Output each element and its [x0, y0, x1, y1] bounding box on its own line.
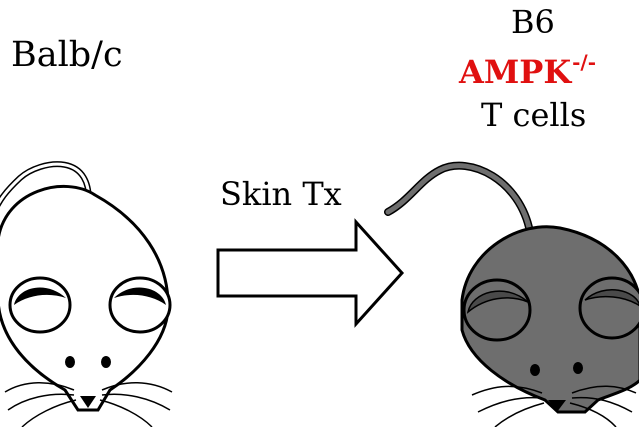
recipient-mouse-left-ear	[464, 280, 530, 340]
donor-mouse-right-ear	[110, 278, 170, 332]
donor-mouse-right-eye	[101, 356, 111, 368]
recipient-mouse-right-ear	[580, 278, 639, 338]
recipient-mouse-tail-inner	[388, 166, 530, 232]
donor-mouse-left-eye	[65, 356, 75, 368]
recipient-mouse-icon	[388, 166, 639, 427]
donor-mouse-icon	[0, 164, 172, 427]
recipient-mouse-left-eye	[530, 364, 540, 376]
donor-mouse-left-ear	[10, 278, 70, 332]
recipient-mouse-right-eye	[573, 362, 583, 374]
transplant-arrow-icon	[218, 222, 402, 324]
